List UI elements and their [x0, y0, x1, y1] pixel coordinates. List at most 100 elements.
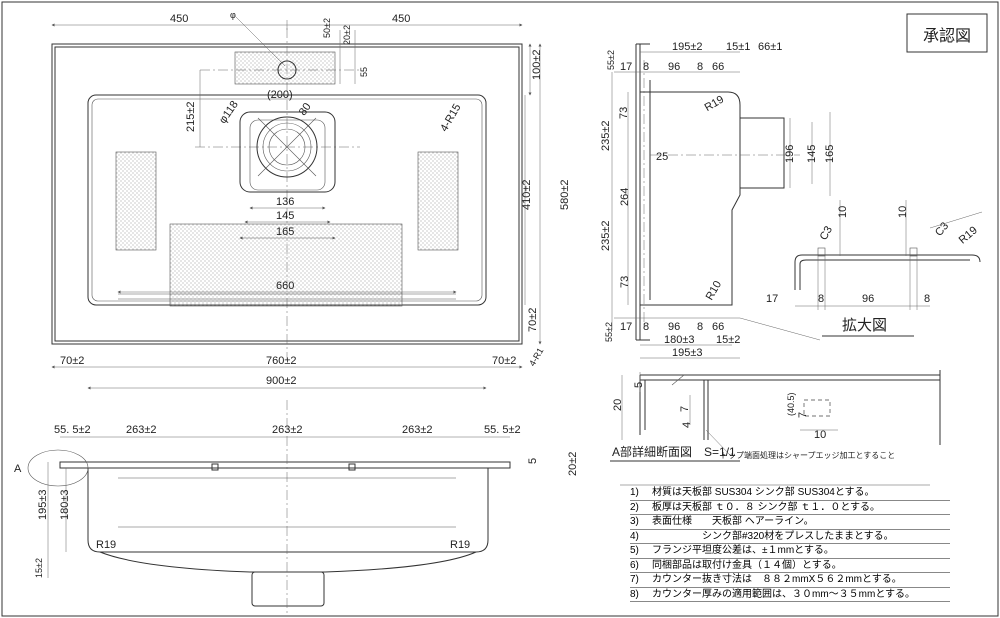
sec-66c: 66: [712, 321, 724, 333]
dim-top-left: 450: [170, 13, 188, 25]
front-195: 195±3: [37, 489, 49, 520]
sec-25: 25: [656, 151, 668, 163]
pa-5: 5: [633, 382, 645, 388]
dim-660: 660: [276, 280, 294, 292]
dim-136: 136: [276, 196, 294, 208]
sec-73b: 73: [619, 276, 631, 288]
pa-40-5: (40.5): [786, 392, 796, 416]
note-number: 3): [630, 516, 639, 527]
sec-17: 17: [620, 61, 632, 73]
note-row: 6) 同梱部品は取付け金具（１４個）とする。: [630, 559, 950, 573]
note-text: カウンター厚みの適用範囲は、３０mm〜３５mmとする。: [652, 588, 916, 600]
sec-96b: 96: [668, 321, 680, 333]
dim-145: 145: [276, 210, 294, 222]
note-text: 同梱部品は取付け金具（１４個）とする。: [652, 559, 842, 571]
front-55r: 55. 5±2: [484, 424, 521, 436]
note-text: フランジ平坦度公差は、±１mmとする。: [652, 545, 834, 556]
dim-165: 165: [276, 226, 294, 238]
dim-r1: 4-R1: [527, 346, 545, 368]
front-55l: 55. 5±2: [54, 424, 91, 436]
pa-7b: 7: [797, 412, 809, 418]
approval-stamp: 承認図: [906, 13, 988, 53]
sec-r10: R10: [704, 279, 724, 302]
right-pad: [417, 151, 459, 251]
note-text: シンク部#320材をプレスしたままとする。: [652, 530, 894, 542]
det-title: 拡大図: [842, 317, 887, 334]
note-text: 材質は天板部 SUS304 シンク部 SUS304とする。: [652, 487, 875, 498]
dim-70-left: 70±2: [60, 355, 84, 367]
sec-145: 145: [806, 145, 818, 163]
sec-r19: R19: [703, 94, 726, 114]
left-pad: [115, 151, 157, 251]
det-c3a: C3: [818, 224, 835, 242]
dim-200: (200): [267, 89, 293, 101]
sec-8b: 8: [697, 61, 703, 73]
det-c3b: C3: [933, 220, 951, 238]
dim-55: 55: [359, 67, 369, 77]
front-section-view: A 55. 5±2 263±2 263±2 263±2 55. 5±2 5 20…: [14, 400, 579, 615]
pa-10: 10: [814, 429, 826, 441]
front-15: 15±2: [34, 558, 44, 578]
det-r19: R19: [957, 224, 980, 246]
note-row: 8) カウンター厚みの適用範囲は、３０mm〜３５mmとする。: [630, 588, 950, 602]
note-number: 6): [630, 559, 639, 571]
phi-symbol: φ: [230, 10, 236, 20]
sec-180: 180±3: [664, 334, 695, 346]
note-row: 4) シンク部#320材をプレスしたままとする。: [630, 530, 950, 544]
front-263b: 263±2: [272, 424, 303, 436]
notes-list: 1) 材質は天板部 SUS304 シンク部 SUS304とする。 2) 板厚は天…: [630, 486, 950, 602]
note-row: 3) 表面仕様 天板部 ヘアーライン。: [630, 515, 950, 530]
front-r19l: R19: [96, 539, 116, 551]
front-180: 180±3: [59, 489, 71, 520]
sec-55b: 55±2: [604, 322, 614, 342]
pa-7: 7: [679, 406, 691, 412]
note-number: 7): [630, 574, 639, 585]
det-8a: 8: [818, 293, 824, 305]
note-text: 表面仕様 天板部 ヘアーライン。: [652, 516, 814, 527]
sec-165: 165: [824, 145, 836, 163]
note-row: 1) 材質は天板部 SUS304 シンク部 SUS304とする。: [630, 486, 950, 501]
pa-4: 4: [681, 422, 693, 428]
det-96: 96: [862, 293, 874, 305]
dim-760: 760±2: [266, 355, 297, 367]
dim-phi118: φ118: [217, 99, 241, 126]
front-20: 20±2: [567, 452, 579, 476]
sec-15b: 15±2: [716, 334, 740, 346]
sec-15: 15±1: [726, 41, 750, 53]
sec-195b: 195±3: [672, 347, 703, 359]
note-number: 8): [630, 588, 639, 600]
pa-label: A部詳細断面図 S=1/1: [612, 444, 736, 459]
sec-8a: 8: [643, 61, 649, 73]
det-8b: 8: [924, 293, 930, 305]
drain-pipe: [739, 117, 785, 189]
drain-outlet: [251, 571, 325, 607]
sec-235b: 235±2: [600, 220, 612, 251]
sec-66a: 66±1: [758, 41, 782, 53]
sec-66b: 66: [712, 61, 724, 73]
dim-580: 580±2: [559, 179, 571, 210]
dim-900: 900±2: [266, 375, 297, 387]
sec-235a: 235±2: [600, 120, 612, 151]
pa-note: トップ端面処理はシャープエッジ加工とすること: [720, 450, 895, 460]
dim-top-right: 450: [392, 13, 410, 25]
drain-circle: [256, 116, 318, 178]
note-number: 1): [630, 487, 639, 498]
dim-20: 20±2: [342, 25, 352, 45]
stamp-text: 承認図: [923, 27, 971, 45]
sec-73a: 73: [618, 107, 630, 119]
dim-50: 50±2: [322, 18, 332, 38]
dim-70-right-bottom: 70±2: [492, 355, 516, 367]
det-10b: 10: [897, 206, 909, 218]
pa-20: 20: [612, 399, 624, 411]
note-number: 2): [630, 501, 639, 513]
note-number: 4): [630, 530, 639, 542]
sec-264: 264: [619, 188, 631, 206]
sec-8c: 8: [643, 321, 649, 333]
dim-215: 215±2: [185, 101, 197, 132]
part-a-detail: 20 5 7 4 (40.5) 7 10 A部詳細断面図 S=1/1 トップ端面…: [610, 370, 941, 462]
enlarged-detail: C3 10 10 C3 R19 17 8 96 8 拡大図: [766, 200, 983, 337]
dim-100: 100±2: [531, 49, 543, 80]
sec-96: 96: [668, 61, 680, 73]
